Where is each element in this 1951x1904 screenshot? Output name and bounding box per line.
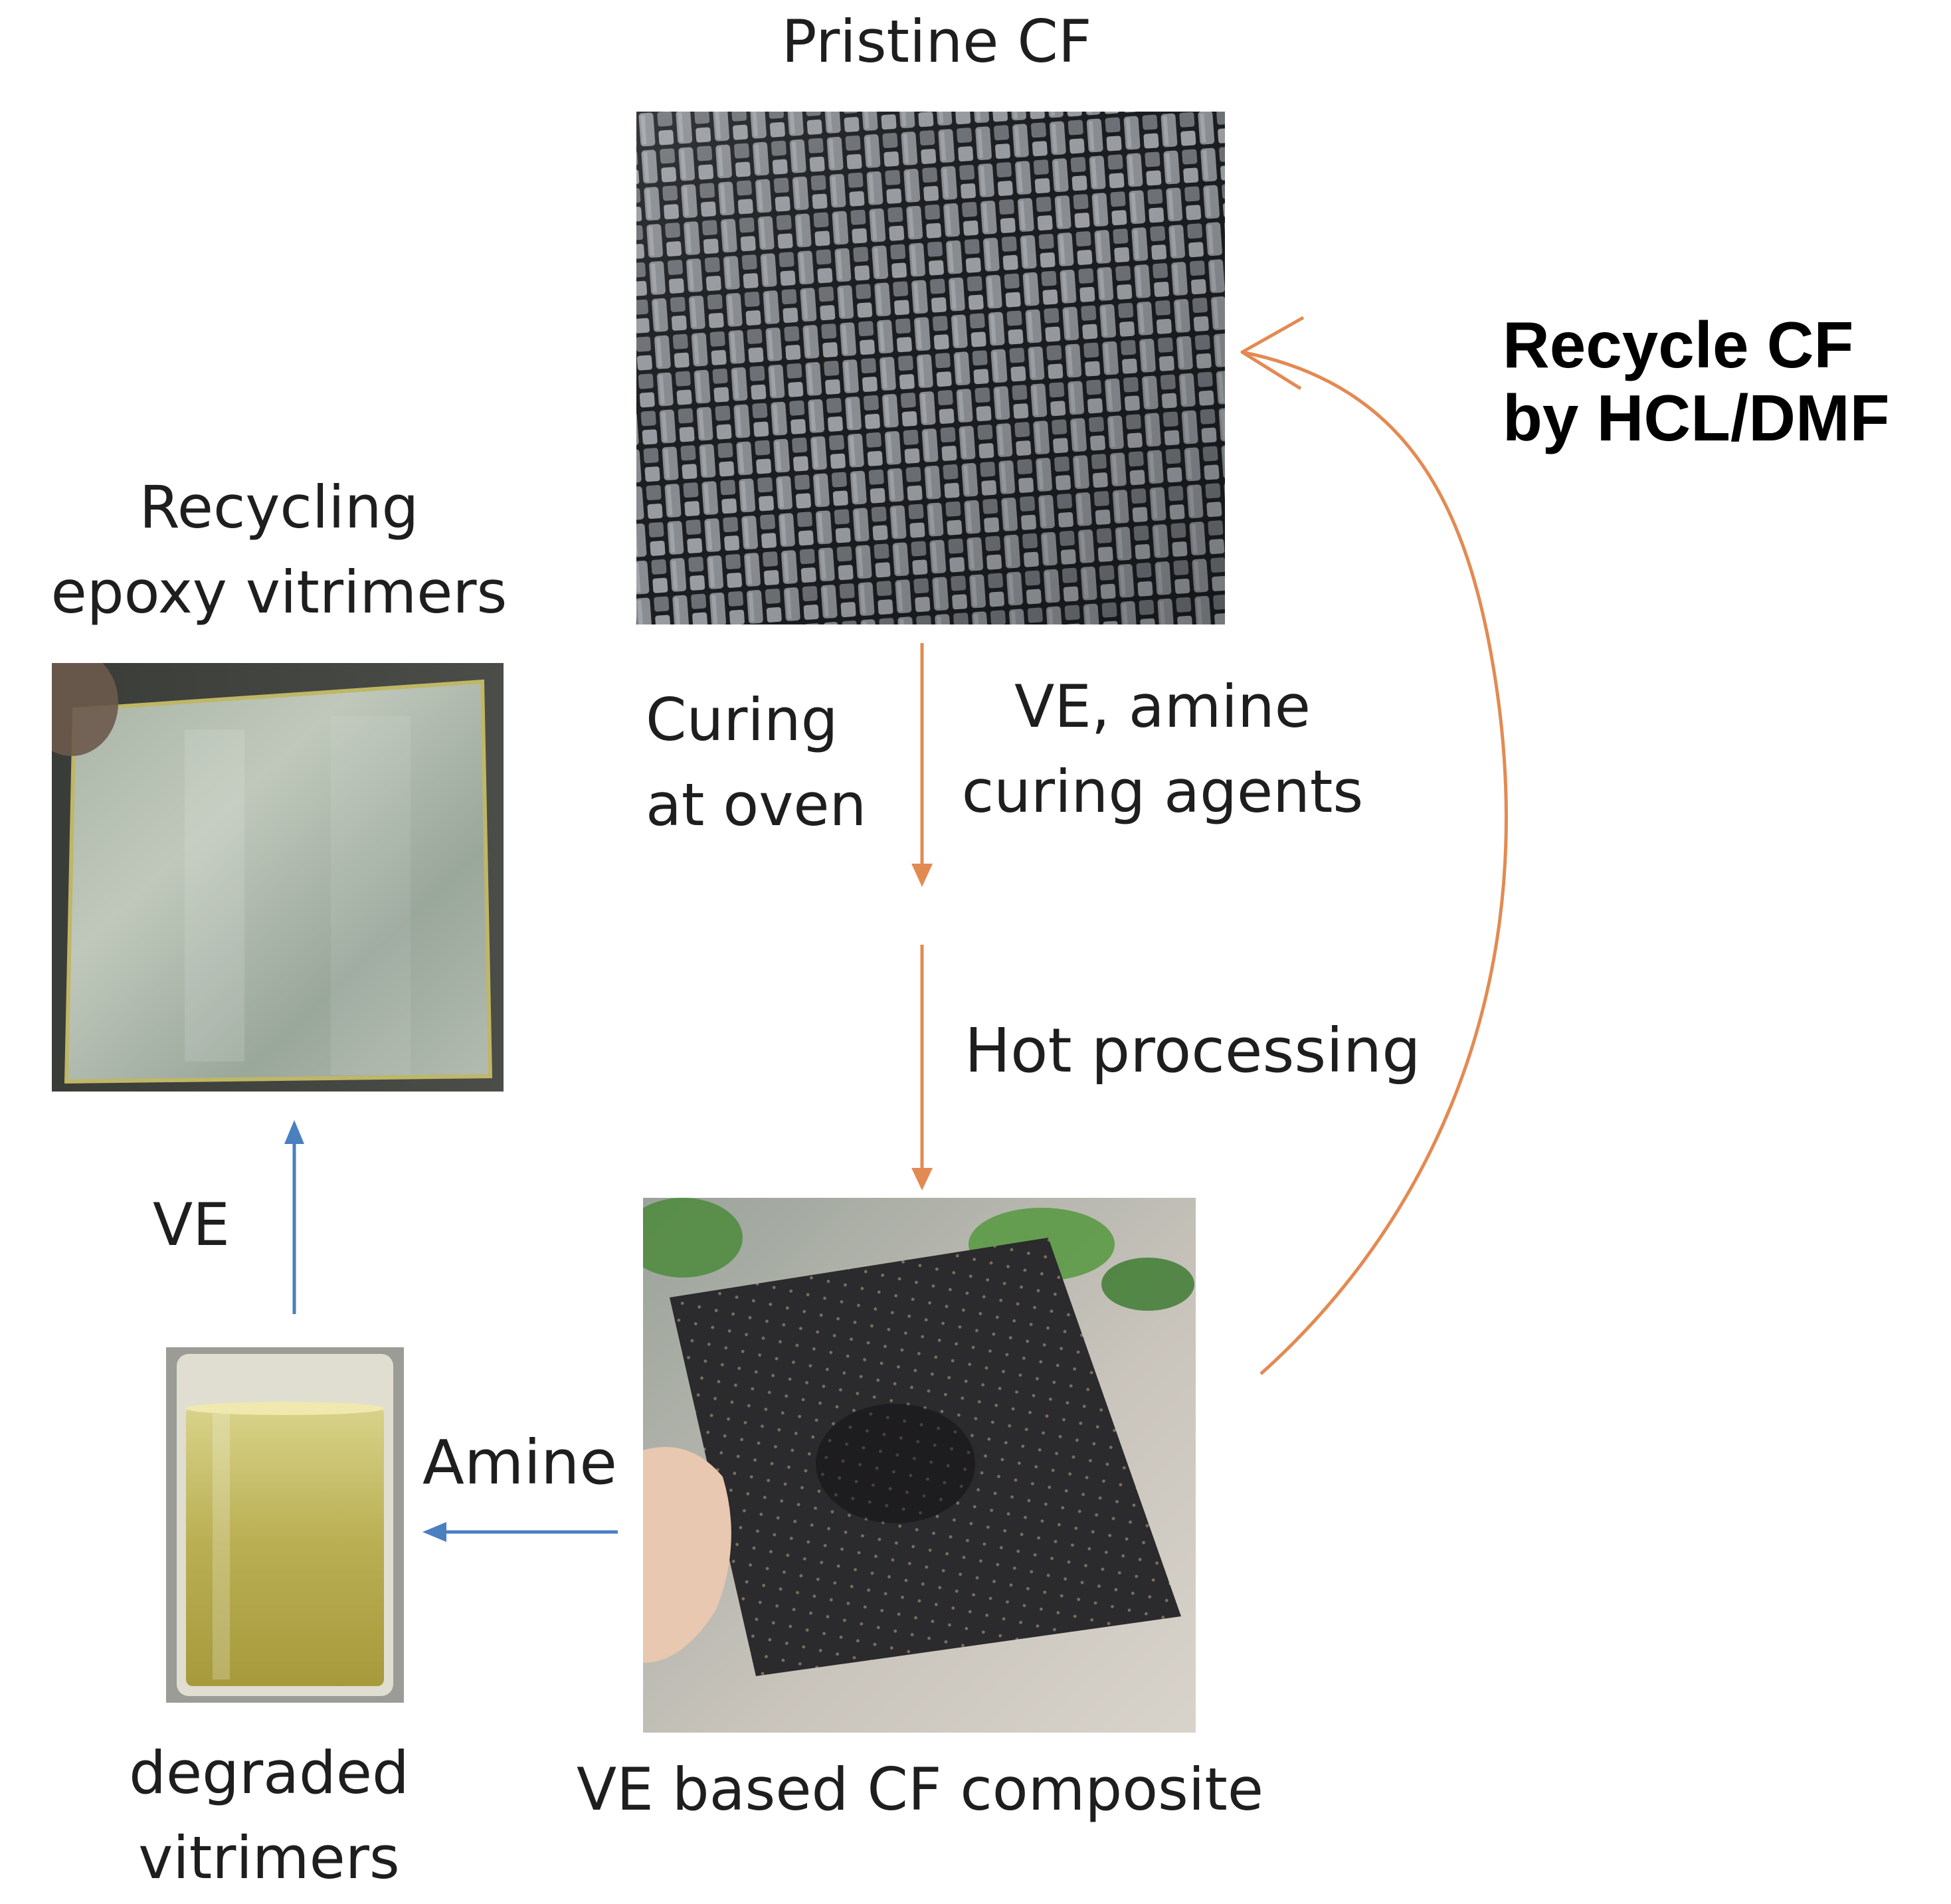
- degraded-vitrimers-label: degraded vitrimers: [53, 1731, 485, 1900]
- recycled-vitrimer-film-photo: [52, 663, 504, 1092]
- curing-line-1: Curing: [646, 686, 838, 754]
- amine-label: Amine: [422, 1427, 618, 1498]
- hot-processing-label: Hot processing: [965, 1015, 1421, 1086]
- recycle-cf-line-1: Recycle CF: [1503, 308, 1854, 381]
- curing-arrow-head: [911, 864, 933, 887]
- hot-processing-arrow-head: [911, 1168, 933, 1190]
- degraded-line-2: vitrimers: [138, 1823, 400, 1892]
- composite-label: VE based CF composite: [577, 1755, 1263, 1824]
- recycling-vitrimers-line-1: Recycling: [139, 473, 419, 541]
- recycle-cf-arrow: [1242, 350, 1508, 1375]
- curing-line-2: at oven: [646, 770, 867, 839]
- ve-arrow-head: [284, 1120, 304, 1144]
- ve-amine-label: VE, amine curing agents: [923, 664, 1402, 834]
- degraded-line-1: degraded: [129, 1739, 409, 1807]
- ve-amine-line-2: curing agents: [961, 757, 1364, 826]
- ve-label: VE: [153, 1190, 230, 1259]
- pristine-cf-label: Pristine CF: [781, 7, 1092, 76]
- recycling-vitrimers-label: Recycling epoxy vitrimers: [13, 465, 545, 634]
- pristine-cf-photo: [636, 112, 1225, 624]
- recycle-cf-line-2: by HCL/DMF: [1503, 381, 1890, 454]
- recycle-cf-arrow-head: [1240, 316, 1305, 391]
- amine-arrow-head: [422, 1522, 446, 1542]
- degraded-vitrimer-vial-photo: [166, 1347, 404, 1703]
- cf-composite-photo: [643, 1198, 1196, 1733]
- recycling-vitrimers-line-2: epoxy vitrimers: [50, 557, 508, 626]
- curing-label: Curing at oven: [646, 678, 866, 847]
- recycle-cf-label: Recycle CF by HCL/DMF: [1503, 308, 1890, 455]
- ve-amine-line-1: VE, amine: [1014, 672, 1311, 741]
